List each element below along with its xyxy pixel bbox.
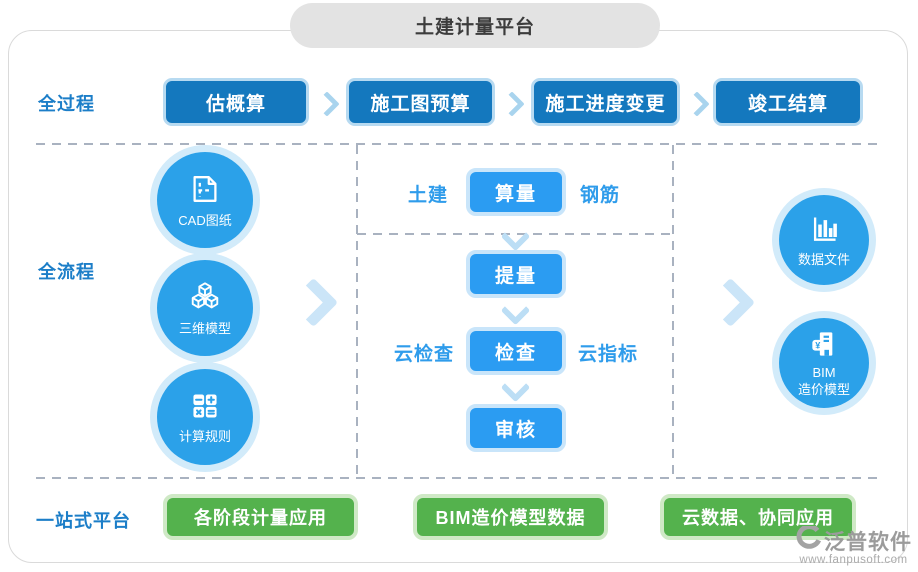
measure-right-label: 钢筋: [580, 185, 621, 206]
watermark-url: www.fanpusoft.com: [799, 554, 908, 566]
watermark: 泛普软件 www.fanpusoft.com: [795, 524, 912, 566]
process-step-completion-settlement[interactable]: 竣工结算: [713, 78, 863, 126]
divider-bottom-dashed: [36, 477, 884, 479]
output-node-label: BIM: [812, 365, 836, 381]
watermark-brand: 泛普软件: [824, 531, 912, 554]
platform-item-cloud-collab[interactable]: 云数据、协同应用: [660, 494, 856, 540]
dashed-box-right-edge: [672, 145, 674, 477]
output-node-bim-cost-model[interactable]: ¥ BIM 造价模型: [779, 318, 869, 408]
input-node-label: 计算规则: [178, 428, 231, 444]
input-node-calc-rules[interactable]: 计算规则: [157, 369, 253, 465]
input-node-label: CAD图纸: [178, 212, 232, 228]
process-step-estimate[interactable]: 估概算: [163, 78, 309, 126]
platform-row-label: 一站式平台: [36, 511, 131, 531]
dashed-box-inner-divider: [357, 233, 672, 235]
input-node-label: 三维模型: [178, 320, 231, 336]
platform-item-stage-measurement[interactable]: 各阶段计量应用: [163, 494, 358, 540]
pipeline-left-label: 云检查: [394, 344, 455, 365]
cad-drawing-icon: [188, 172, 222, 210]
output-node-label: 数据文件: [797, 251, 850, 267]
cubes-3d-icon: [188, 280, 222, 318]
process-step-progress-change[interactable]: 施工进度变更: [531, 78, 680, 126]
flow-step-check[interactable]: 检查: [466, 327, 566, 375]
process-row-label: 全过程: [38, 94, 95, 114]
input-node-3d-model[interactable]: 三维模型: [157, 260, 253, 356]
platform-item-bim-cost-data[interactable]: BIM造价模型数据: [413, 494, 608, 540]
bim-cost-model-icon: ¥: [809, 329, 839, 363]
process-step-construction-budget[interactable]: 施工图预算: [346, 78, 495, 126]
svg-text:¥: ¥: [815, 340, 821, 350]
output-node-label-line2: 造价模型: [797, 381, 850, 397]
diagram-title: 土建计量平台: [290, 3, 660, 48]
dashed-box-left-edge: [356, 145, 358, 477]
flow-step-extract-quantity[interactable]: 提量: [466, 250, 566, 298]
pipeline-right-label: 云指标: [578, 344, 639, 365]
output-node-data-files[interactable]: 数据文件: [779, 195, 869, 285]
bar-chart-icon: [808, 213, 840, 249]
measure-left-label: 土建: [408, 185, 449, 206]
input-node-cad-drawings[interactable]: CAD图纸: [157, 152, 253, 248]
flow-step-review[interactable]: 审核: [466, 404, 566, 452]
flow-row-label: 全流程: [38, 262, 95, 282]
fanpu-logo-icon: [795, 524, 822, 556]
flow-step-quantity-calc[interactable]: 算量: [466, 168, 566, 216]
calculator-icon: [189, 390, 221, 426]
divider-top-dashed: [36, 143, 884, 145]
